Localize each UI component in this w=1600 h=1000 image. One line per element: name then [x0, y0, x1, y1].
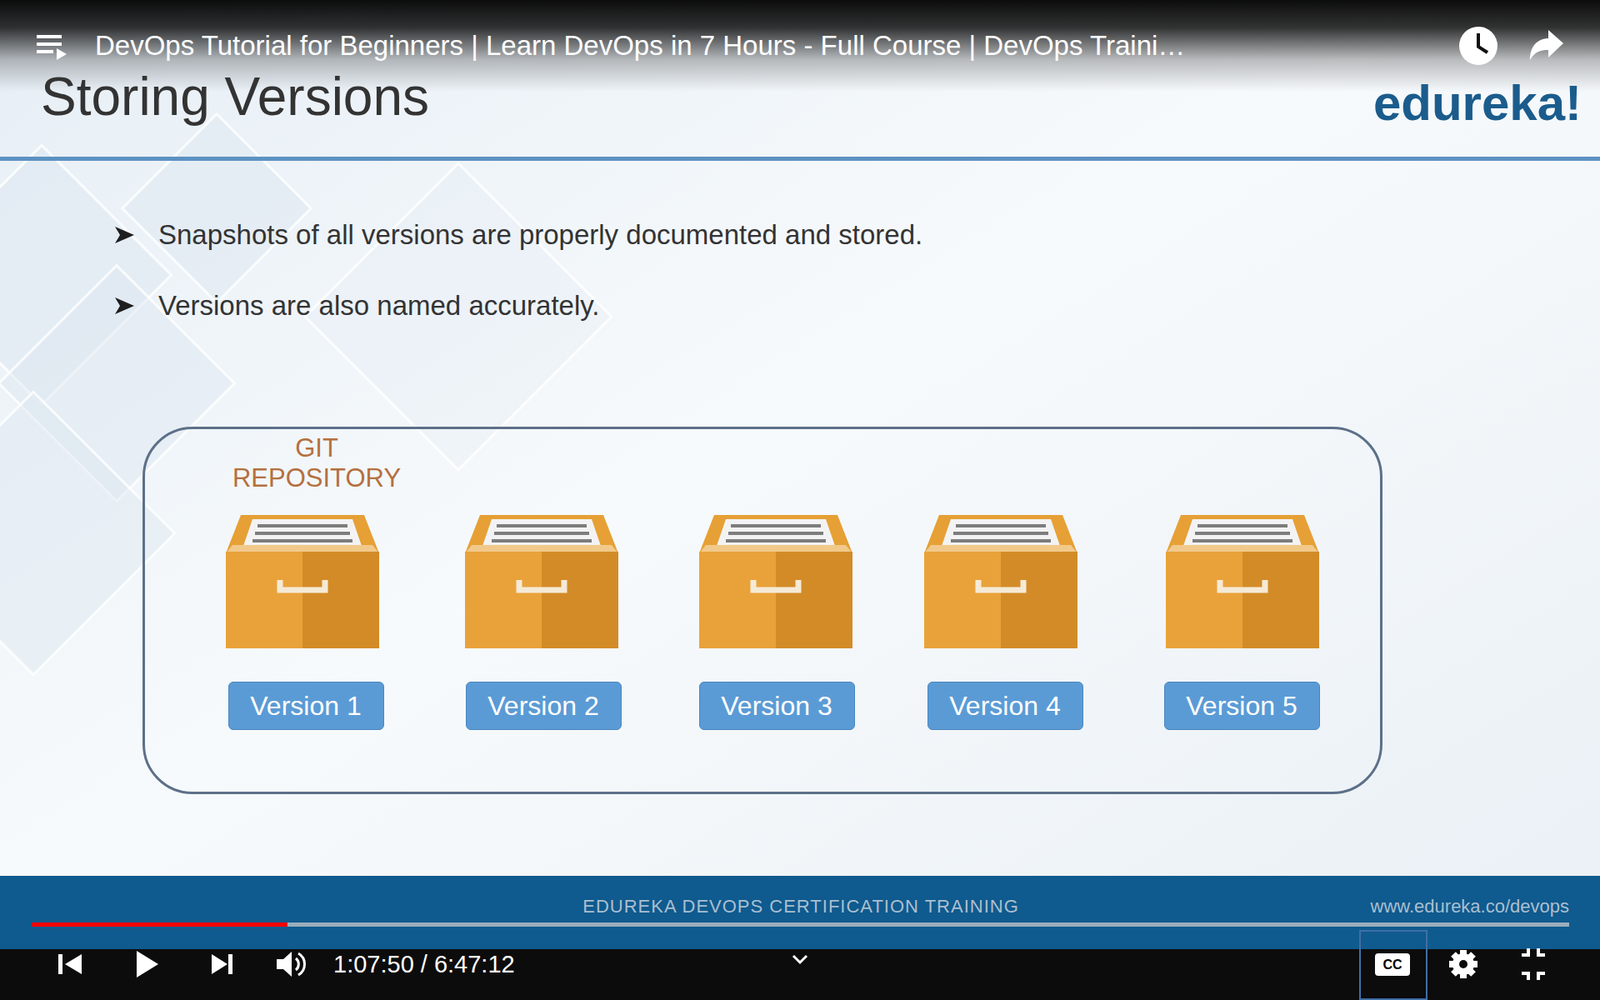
version-tag: Version 2: [465, 681, 622, 730]
version-label: Version 5: [1185, 690, 1297, 722]
repository-heading: GIT REPOSITORY: [232, 433, 401, 495]
progress-track: [287, 922, 1570, 927]
drawer-icon: [225, 515, 380, 649]
version-label: Version 3: [720, 690, 832, 722]
progress-played: [31, 922, 288, 927]
version-tag: Version 3: [699, 681, 855, 730]
repository-frame: GIT REPOSITORY Version 1 Version 2 Version …: [142, 426, 1383, 795]
time-display: 1:07:50 / 6:47:12: [333, 950, 515, 980]
captions-highlight: [1360, 930, 1427, 1000]
slide-title: Storing Versions: [40, 65, 430, 130]
settings-icon: [1449, 950, 1478, 979]
footer-url: www.edureka.co/devops: [1370, 895, 1570, 918]
drawer-icons: [225, 515, 1320, 649]
version-label: Version 2: [487, 690, 599, 722]
bullet-arrows: [115, 226, 135, 315]
bullet-text: Versions are also named accurately.: [158, 289, 600, 323]
captions-text: CC: [1382, 956, 1402, 973]
brand-logo: edureka!: [1373, 73, 1582, 134]
drawer-icon: [465, 515, 619, 649]
title-rule: [0, 156, 1600, 161]
drawer-icon: [924, 515, 1078, 649]
version-tag: Version 5: [1164, 681, 1320, 730]
drawer-icon: [1165, 515, 1320, 649]
bullet-text: Snapshots of all versions are properly d…: [158, 218, 923, 252]
video-title: DevOps Tutorial for Beginners | Learn De…: [95, 29, 1185, 63]
version-label: Version 4: [949, 690, 1060, 722]
drawer-icon: [699, 515, 853, 649]
version-tag: Version 1: [228, 681, 385, 730]
share-icon: [1530, 30, 1564, 60]
version-tag: Version 4: [927, 681, 1084, 730]
exit-fullscreen-icon: [1521, 948, 1545, 980]
footer-text: EDUREKA DEVOPS CERTIFICATION TRAINING: [582, 895, 1020, 918]
watch-later-icon: [1459, 26, 1498, 65]
version-label: Version 1: [250, 690, 361, 722]
captions-icon: [1375, 953, 1410, 976]
menu-icon: [36, 35, 67, 60]
